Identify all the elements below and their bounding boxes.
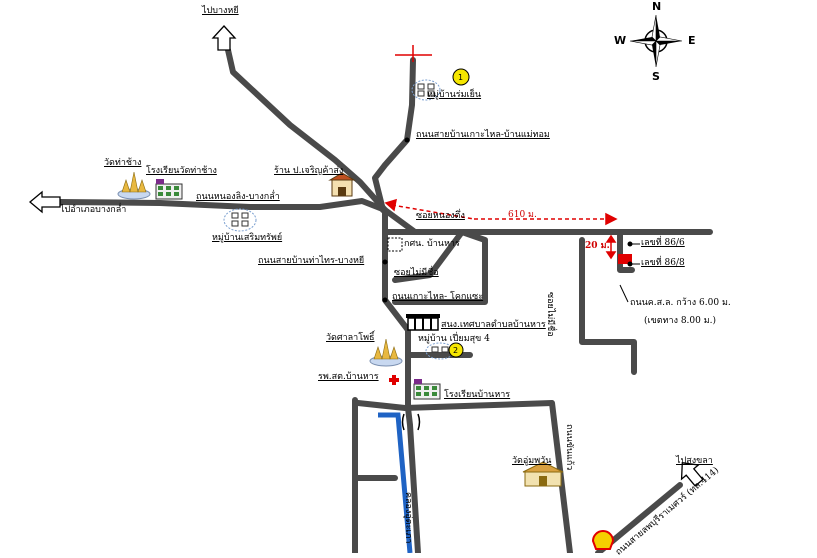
- office-icon: [406, 314, 440, 331]
- junction-dot: [382, 297, 388, 303]
- label-road-kohlai-khokkhe: ถนนเกาะไหล- โคกแซะ: [392, 292, 484, 302]
- label-office: กศน. บ้านหาร: [404, 239, 460, 249]
- temple-icon: [522, 461, 564, 487]
- road-main-south: [382, 207, 421, 553]
- label-soi-nongtueng: ซอยหนองตึ่ง: [416, 211, 465, 221]
- compass-west: W: [614, 34, 627, 47]
- canal-line: [378, 412, 413, 553]
- soi-unnamed-vertical: [579, 237, 637, 375]
- arrow-icon: [28, 190, 61, 214]
- leader-road-concrete: [619, 284, 629, 303]
- soi-loop: [382, 229, 465, 283]
- road-west: [57, 198, 388, 213]
- label-to-songkhla: ไปสงขลา: [676, 456, 713, 466]
- label-house-86-8: เลขที่ 86/8: [641, 258, 685, 268]
- label-distance-610: 610 ม.: [508, 210, 537, 220]
- label-wat-sala-pho: วัดศาลาโพธิ์: [326, 333, 375, 343]
- junction-dot: [382, 259, 388, 265]
- label-hospital: รพ.สต.บ้านหาร: [318, 372, 379, 382]
- temple-icon: [369, 338, 403, 367]
- village-icon: [223, 208, 257, 232]
- label-school-tha-chang: โรงเรียนวัดท่าช้าง: [146, 166, 217, 176]
- marker-2: 2: [453, 346, 459, 355]
- compass-north: N: [652, 0, 662, 13]
- distance-20-arrow: [605, 234, 617, 260]
- soi-loop-b: [392, 229, 488, 305]
- arrow-icon: [211, 25, 237, 51]
- label-village-romyen: หมู่บ้านร่มเย็น: [427, 90, 482, 100]
- label-to-bang-klam: ไปอำเภอบางกล่ำ: [60, 205, 127, 215]
- road-north-bang-hi: [225, 47, 388, 213]
- compass-icon: [629, 14, 683, 68]
- road-romyen: [372, 57, 416, 213]
- label-school-ban-han: โรงเรียนบ้านหาร: [444, 390, 511, 400]
- distance-610-arrow: [384, 198, 618, 226]
- bridge-icon: [401, 413, 421, 431]
- label-village-piamsuk: หมู่บ้าน เปี่ยมสุข 4: [418, 334, 490, 344]
- hospital-icon: [389, 375, 399, 385]
- temple-icon: [117, 171, 151, 200]
- label-road-kan-khan: ถนนขันแก้ว: [564, 424, 574, 471]
- label-shop-charoen: ร้าน ป.เจริญค้าส่ง: [274, 166, 344, 176]
- label-village-soemsap: หมู่บ้านเสริมทรัพย์: [212, 233, 283, 243]
- label-road-kohlai-maethom: ถนนสายบ้านเกาะไหล-บ้านแม่ทอม: [416, 130, 550, 140]
- label-distance-20: 20 ม.: [585, 241, 610, 251]
- label-road-nongling: ถนนหนองลิง-บางกล่ำ: [196, 192, 280, 202]
- label-to-bang-hi: ไปบางหยี: [202, 6, 239, 16]
- marker-1-circle: [452, 68, 470, 86]
- compass-south: S: [652, 70, 660, 83]
- label-road-width: (เขตทาง 8.00 ม.): [644, 316, 717, 326]
- label-wat-tha-chang: วัดท่าช้าง: [104, 158, 142, 168]
- office-icon: [387, 237, 403, 252]
- label-soi-maijue: ซอยไม่มีชื่อ: [394, 268, 439, 278]
- arrow-icon: [680, 462, 704, 487]
- village-icon: [411, 79, 441, 101]
- school-icon: [413, 379, 441, 400]
- label-road-thaphrai: ถนนสายบ้านท่าไทร-บางหยี: [258, 256, 365, 266]
- school-icon: [155, 179, 183, 200]
- marker-1: 1: [458, 73, 464, 82]
- junction-dot: [404, 137, 410, 143]
- house-86-8-marker: [618, 254, 632, 264]
- label-road-concrete: ถนนค.ส.ล. กว้าง 6.00 ม.: [630, 298, 731, 308]
- label-wat-un-wan: วัดอู่มพวัน: [512, 456, 552, 466]
- label-house-86-6: เลขที่ 86/6: [641, 238, 685, 248]
- compass-east: E: [688, 34, 696, 47]
- label-municipal-office: สนง.เทศบาลตำบลบ้านหาร: [441, 320, 546, 330]
- marker-2-circle: [448, 342, 464, 358]
- gas-station-icon: [591, 530, 615, 550]
- roads: [57, 47, 713, 553]
- label-canal: คลองอู่ตะเภา: [403, 492, 413, 544]
- soi-8608: [617, 229, 635, 273]
- shop-icon: [328, 172, 356, 197]
